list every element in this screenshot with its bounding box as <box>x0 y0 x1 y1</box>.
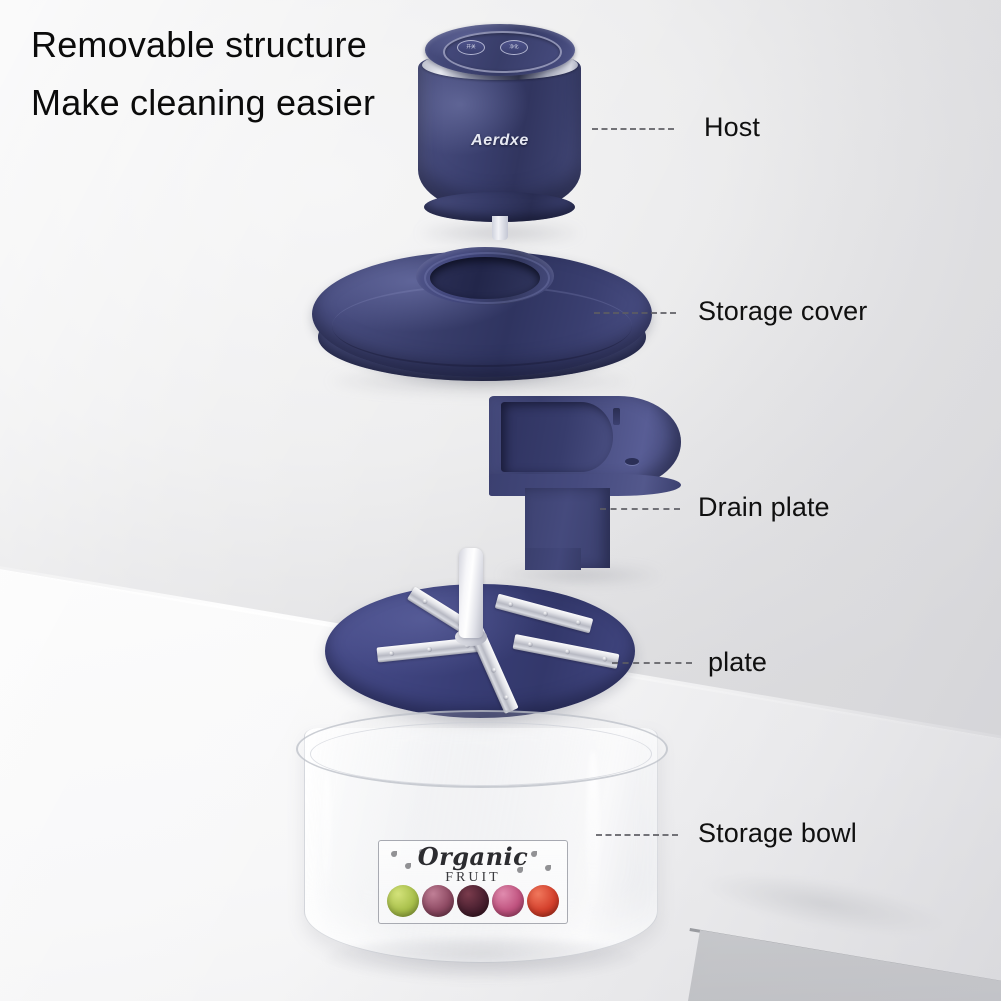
leader-line-storage-cover <box>594 312 676 314</box>
leaf-sprig-icon <box>419 849 425 855</box>
blade-rivet <box>426 646 433 653</box>
leaf-sprig-icon <box>545 865 551 871</box>
part-host: Aerdxe 开关 净化 <box>410 14 590 244</box>
bowl-highlight-left <box>322 770 332 920</box>
headline-line-2: Make cleaning easier <box>31 82 376 123</box>
bowl-highlight-right <box>586 750 600 930</box>
leader-line-drain-plate <box>600 508 680 510</box>
blade-rivet <box>490 666 498 674</box>
leader-line-plate <box>612 662 692 664</box>
drain-alignment-tab <box>613 408 620 425</box>
bowl-organic-fruit-label: Organic FRUIT <box>378 840 568 924</box>
drain-outlet-hole <box>625 458 639 465</box>
blade-rivet <box>527 641 534 648</box>
blade-rivet <box>601 656 608 662</box>
host-brand-text: Aerdxe <box>471 132 529 149</box>
bowl-rim-inner <box>310 722 652 786</box>
leaf-sprig-icon <box>391 851 397 857</box>
blade-rivet <box>575 619 582 626</box>
plate-shaft <box>459 548 483 638</box>
callout-storage-cover: Storage cover <box>698 296 868 326</box>
host-drive-stem <box>492 216 508 240</box>
host-power-button-label: 开关 <box>466 44 476 50</box>
part-storage-cover <box>312 243 652 388</box>
bowl-label-fruit-swatches <box>387 885 559 917</box>
leader-line-storage-bowl <box>596 834 678 836</box>
fruit-swatch-red-tomatoes <box>527 885 559 917</box>
part-storage-bowl: Organic FRUIT <box>296 710 668 978</box>
blade-rivet <box>388 650 395 657</box>
callout-drain-plate: Drain plate <box>698 492 830 522</box>
blade-rivet <box>542 610 549 617</box>
blade-rivet <box>502 694 510 701</box>
host-purify-button[interactable]: 净化 <box>500 40 528 55</box>
blade-rivet <box>421 598 429 606</box>
leaf-sprig-icon <box>531 851 537 857</box>
leaf-sprig-icon <box>405 863 411 869</box>
callout-storage-bowl: Storage bowl <box>698 818 857 848</box>
fruit-swatch-pink-fruit <box>492 885 524 917</box>
blade-rivet <box>507 601 514 608</box>
leader-line-host <box>592 128 674 130</box>
host-power-button[interactable]: 开关 <box>457 40 485 55</box>
bowl-base-shadow <box>326 938 636 978</box>
blade-rivet <box>564 648 571 655</box>
fruit-swatch-dark-berries <box>457 885 489 917</box>
part-plate <box>325 546 635 732</box>
callout-host: Host <box>704 112 760 142</box>
fruit-swatch-green-grapes <box>387 885 419 917</box>
drain-skirt-step <box>525 548 581 570</box>
callout-plate: plate <box>708 647 768 677</box>
cover-neck-lip <box>424 252 550 304</box>
bowl-label-script: Organic <box>417 842 529 871</box>
part-drain-plate <box>485 396 685 581</box>
leaf-sprig-icon <box>517 867 523 873</box>
drain-hood-cavity <box>501 402 613 472</box>
fruit-swatch-red-grapes <box>422 885 454 917</box>
host-purify-button-label: 净化 <box>509 44 519 50</box>
host-body <box>418 58 581 213</box>
bowl-label-text-block: Organic FRUIT <box>379 845 567 885</box>
headline-line-1: Removable structure <box>31 24 367 65</box>
bowl-label-sub: FRUIT <box>445 870 501 885</box>
